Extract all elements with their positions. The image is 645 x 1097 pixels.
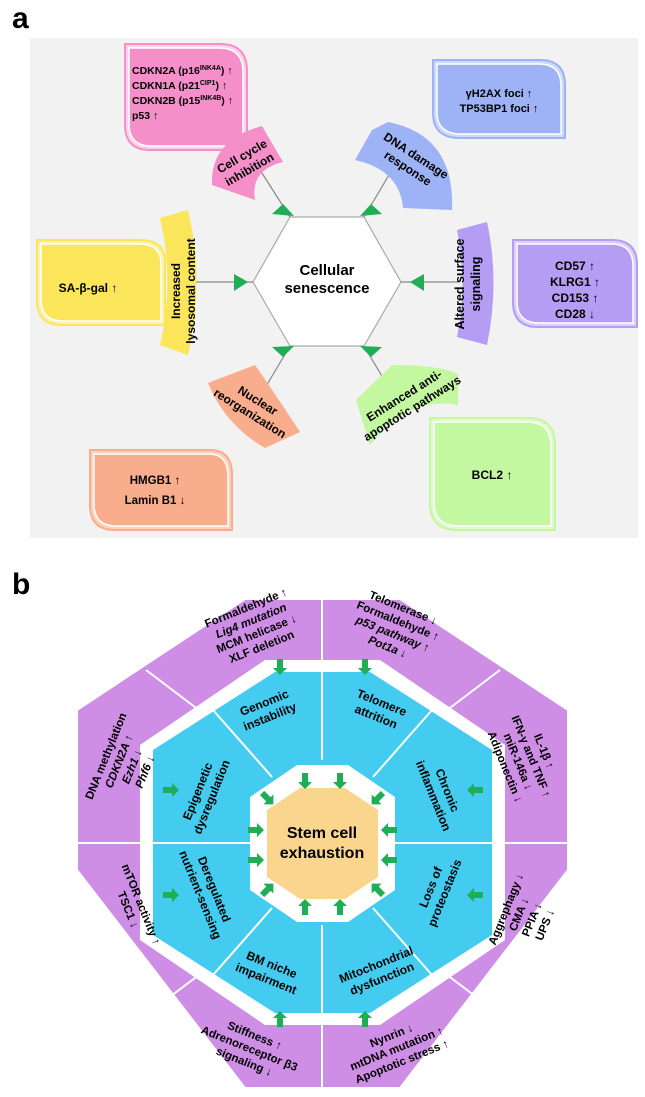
arrow-group-b [163, 659, 483, 1027]
center-octagon [267, 788, 378, 899]
antiapoptotic-marker-box-inner [433, 421, 552, 527]
surface-marker-box-inner [516, 243, 634, 324]
center-label-line2: senescence [284, 280, 369, 297]
arrow-inner-9 [259, 883, 274, 898]
arrow-inner-1 [298, 773, 312, 789]
center-label-line1: Cellular [299, 262, 354, 279]
lysosomal-marker-box-inner [40, 243, 162, 322]
arrow-triangle-nuclear [272, 346, 294, 357]
center-label-line1: Stem cell [287, 825, 357, 842]
nuclear-marker-0: HMGB1 ↑ [130, 475, 180, 487]
arrow-triangle-lysosomal [234, 274, 248, 291]
arrow-inner-11 [248, 823, 264, 837]
arrow-triangle-antiapoptotic [360, 346, 382, 357]
dna-damage-banner [355, 122, 453, 210]
arrow-triangle-surface [410, 274, 424, 291]
arrow-inner-12 [259, 790, 274, 805]
inner-dividers [153, 672, 492, 1013]
panel-a-label: a [12, 2, 29, 35]
arrow-inner-5 [381, 853, 397, 867]
surface-marker-3: CD28 ↓ [555, 307, 595, 321]
arrow-outer-proteostasis [467, 888, 483, 902]
arrow-inner-4 [381, 823, 397, 837]
center-label-line2: exhaustion [280, 845, 364, 862]
arrow-inner-8 [298, 899, 312, 915]
arrow-triangle-cell-cycle [272, 204, 294, 216]
cell-cycle-marker-2: CDKN2B (p15INK4B) ↑ [132, 95, 233, 107]
arrow-outer-mito [358, 1011, 372, 1027]
dna-damage-marker-box-inner [436, 63, 562, 135]
arrow-outer-bm [273, 1011, 287, 1027]
arrow-outer-nutrient [163, 888, 179, 902]
surface-label-line1: Altered surface [453, 238, 467, 329]
lysosomal-label-line1: Increased [169, 263, 183, 319]
lysosomal-group: SA-β-gal ↑ Increased lysosomal content [36, 210, 198, 355]
nuclear-group: HMGB1 ↑ Lamin B1 ↓ Nuclear reorganizatio… [89, 365, 300, 531]
surface-marker-1: KLRG1 ↑ [550, 275, 600, 289]
dna-damage-marker-1: TP53BP1 foci ↑ [460, 103, 539, 115]
antiapoptotic-marker-0: BCL2 ↑ [472, 468, 513, 482]
cell-cycle-marker-1: CDKN1A (p21CIP1) ↑ [132, 80, 227, 92]
arrow-outer-genomic [273, 659, 287, 675]
arrow-inner-10 [248, 853, 264, 867]
arrow-inner-2 [333, 773, 347, 789]
arrow-inner-7 [333, 899, 347, 915]
arrow-triangle-dna-damage [360, 204, 382, 216]
lysosomal-banner [160, 210, 197, 355]
antiapoptotic-banner [356, 365, 458, 445]
dna-damage-group: γH2AX foci ↑ TP53BP1 foci ↑ DNA damage r… [355, 59, 566, 210]
surface-marker-2: CD153 ↑ [552, 291, 599, 305]
nuclear-marker-1: Lamin B1 ↓ [125, 495, 186, 507]
panel-b-label: b [12, 568, 31, 601]
cell-cycle-banner [211, 126, 283, 200]
cell-cycle-marker-0: CDKN2A (p16INK4A) ↑ [132, 65, 233, 77]
dna-damage-marker-0: γH2AX foci ↑ [466, 88, 533, 100]
cell-cycle-group: CDKN2A (p16INK4A) ↑ CDKN1A (p21CIP1) ↑ C… [124, 43, 283, 200]
arrow-inner-6 [371, 883, 386, 898]
arrow-outer-telomere [358, 659, 372, 675]
lysosomal-label-line2: lysosomal content [184, 238, 198, 343]
surface-label-line2: signaling [469, 257, 483, 312]
nuclear-banner [208, 365, 300, 448]
arrow-outer-epigenetic [163, 783, 179, 797]
arrow-group-a [234, 204, 424, 357]
surface-banner [457, 222, 494, 345]
arrow-inner-3 [371, 790, 386, 805]
arrow-outer-inflammation [467, 783, 483, 797]
panel-a-senescence-diagram: Cellular senescence CDKN2A (p16INK4A) ↑ … [30, 38, 638, 538]
nuclear-marker-box-inner [93, 453, 229, 527]
cell-cycle-marker-3: p53 ↑ [132, 110, 158, 122]
lysosomal-marker-0: SA-β-gal ↑ [59, 281, 118, 295]
surface-marker-0: CD57 ↑ [555, 259, 595, 273]
surface-group: CD57 ↑ KLRG1 ↑ CD153 ↑ CD28 ↓ Altered su… [453, 222, 638, 345]
